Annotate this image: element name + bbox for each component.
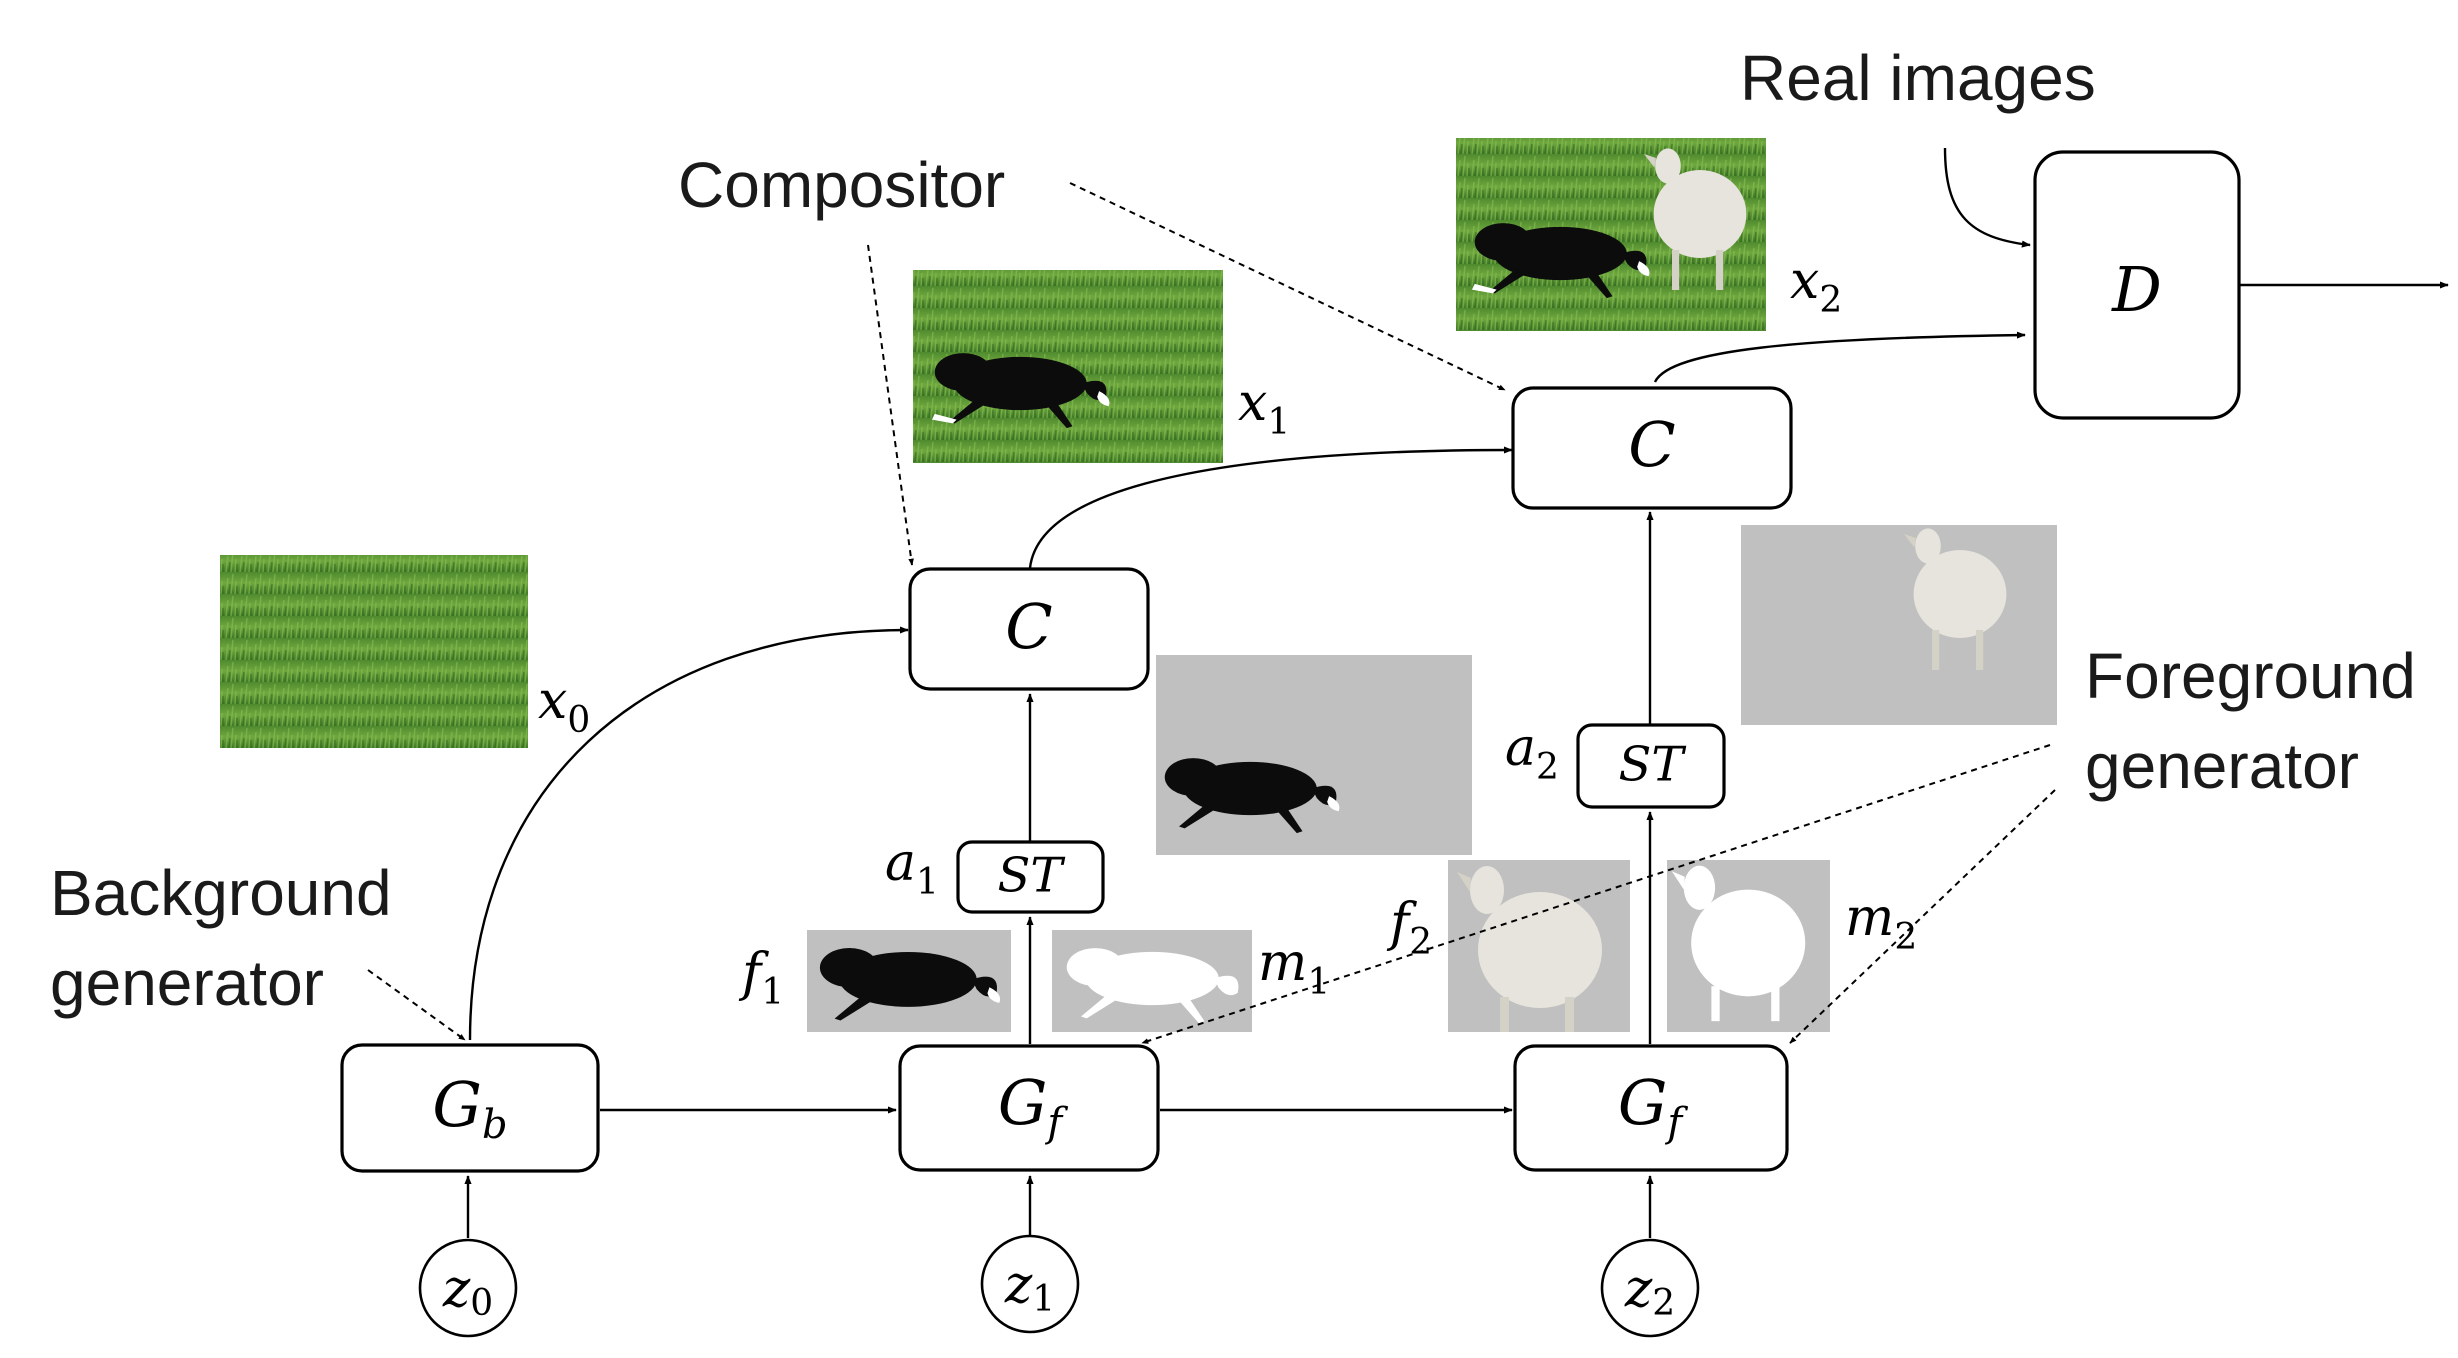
a2-image (1741, 525, 2057, 725)
f1-image (807, 930, 1011, 1032)
m1-image (1052, 930, 1252, 1032)
svg-text:Gf: Gf (1618, 1066, 1689, 1146)
svg-text:z1: z1 (1004, 1255, 1055, 1321)
f2-label: f2 (1386, 893, 1432, 963)
gen-fg1-main: G (998, 1066, 1048, 1139)
foreground-generator-1-node: Gf (898, 1044, 1160, 1172)
x2-label: x2 (1790, 251, 1842, 321)
foreground-generator-label-1: Foreground (2085, 640, 2416, 712)
sheep-figure (1904, 528, 2007, 670)
dog-figure (819, 948, 1001, 1021)
dog-mask (1066, 948, 1239, 1024)
dog-figure (1164, 758, 1340, 834)
x2-image (1456, 138, 1766, 331)
st-1-label: ST (998, 848, 1066, 904)
x0-label: x0 (538, 671, 590, 741)
m2-label: m2 (1845, 888, 1917, 958)
x0-image (220, 555, 528, 748)
background-generator-node: Gb (340, 1043, 600, 1173)
foreground-generator-label-2: generator (2085, 730, 2359, 802)
discriminator-node: D (2033, 150, 2241, 420)
gen-bg-sub: b (482, 1102, 508, 1148)
variable-labels: x0 x1 x2 a1 a2 f1 f2 m1 m2 (538, 251, 1917, 1013)
st-1-node: ST (956, 840, 1105, 914)
st-2-label: ST (1619, 737, 1687, 793)
svg-text:Gb: Gb (432, 1068, 507, 1148)
foreground-generator-2-node: Gf (1513, 1044, 1789, 1172)
dog-figure (1471, 223, 1650, 299)
compositor-1-label: C (1005, 590, 1052, 663)
compositor-2-label: C (1628, 408, 1675, 481)
real-images-label: Real images (1740, 42, 2096, 114)
sheep-mask (1671, 865, 1806, 1022)
a1-label: a1 (885, 833, 939, 903)
text-labels: Real images Compositor Background genera… (50, 42, 2416, 1019)
compositor-label: Compositor (678, 149, 1005, 221)
discriminator-label: D (2111, 253, 2162, 326)
svg-text:z0: z0 (442, 1259, 493, 1325)
gen-fg2-main: G (1618, 1066, 1668, 1139)
compositor-1-node: C (908, 567, 1150, 691)
latent-z0: z0 (418, 1238, 518, 1338)
background-generator-label-1: Background (50, 857, 392, 929)
dashed-pointers (367, 182, 2056, 1044)
f1-label: f1 (738, 943, 784, 1013)
a2-label: a2 (1505, 718, 1559, 788)
background-generator-label-2: generator (50, 947, 324, 1019)
sheep-figure (1457, 866, 1602, 1032)
gen-bg-main: G (432, 1068, 482, 1141)
f2-image (1448, 860, 1630, 1032)
latent-z1: z1 (980, 1234, 1080, 1334)
m1-label: m1 (1258, 933, 1330, 1003)
x1-image (913, 270, 1223, 463)
x1-label: x1 (1238, 373, 1290, 443)
m2-image (1667, 860, 1830, 1032)
compositor-2-node: C (1511, 386, 1793, 510)
connectors (464, 147, 2449, 1238)
svg-text:z2: z2 (1624, 1259, 1675, 1325)
dog-figure (931, 353, 1110, 429)
st-2-node: ST (1576, 723, 1726, 809)
a1-image (1156, 655, 1472, 855)
sheep-figure (1644, 148, 1747, 290)
latent-z2: z2 (1600, 1238, 1700, 1338)
